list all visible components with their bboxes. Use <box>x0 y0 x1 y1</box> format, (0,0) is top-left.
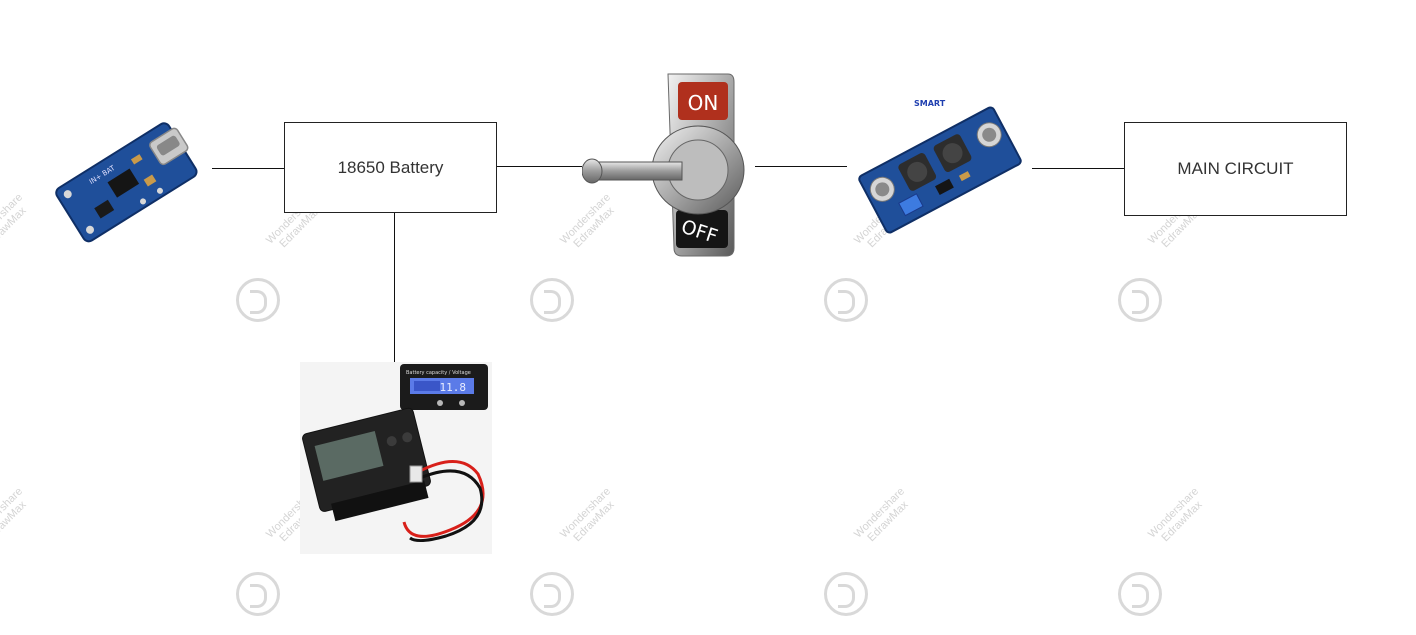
watermark-logo-icon <box>236 278 280 322</box>
watermark: Wondershare EdrawMax <box>824 485 914 622</box>
main-circuit-box[interactable]: MAIN CIRCUIT <box>1124 122 1347 216</box>
watermark: Wondershare EdrawMax <box>824 191 914 328</box>
watermark-logo-icon <box>824 278 868 322</box>
watermark-text: Wondershare EdrawMax <box>558 485 617 545</box>
watermark: Wondershare EdrawMax <box>530 485 620 622</box>
wire-battery-to-switch <box>496 166 582 167</box>
wire-switch-to-boost <box>755 166 847 167</box>
watermark: Wondershare EdrawMax <box>1118 191 1208 328</box>
watermark-text: Wondershare EdrawMax <box>0 191 29 251</box>
meter-reading-text: 11.8 <box>440 381 467 394</box>
watermark: Wondershare EdrawMax <box>0 191 32 328</box>
main-circuit-label: MAIN CIRCUIT <box>1177 159 1294 178</box>
watermark-text: Wondershare EdrawMax <box>0 485 29 545</box>
watermark-text: Wondershare EdrawMax <box>852 485 911 545</box>
battery-box-label: 18650 Battery <box>337 157 444 177</box>
watermark-logo-icon <box>530 572 574 616</box>
watermark: Wondershare EdrawMax <box>236 191 326 328</box>
battery-box[interactable]: 18650 Battery <box>284 122 497 213</box>
watermark-logo-icon <box>530 278 574 322</box>
charger-module-image[interactable]: IN+ BAT <box>50 118 200 246</box>
toggle-switch-image[interactable]: ON OFF <box>582 70 758 258</box>
wire-boost-to-main <box>1032 168 1125 169</box>
wire-battery-to-meter <box>394 211 395 363</box>
battery-meter-image[interactable]: Battery capacity / Voltage 11.8 <box>300 362 492 554</box>
watermark-text: Wondershare EdrawMax <box>1146 485 1205 545</box>
watermark-logo-icon <box>1118 278 1162 322</box>
boost-converter-image[interactable]: SMART <box>858 94 1022 234</box>
watermark-logo-icon <box>1118 572 1162 616</box>
watermark: Wondershare EdrawMax <box>1118 485 1208 622</box>
meter-screen-text: Battery capacity / Voltage <box>406 370 471 376</box>
wire-charger-to-battery <box>212 168 285 169</box>
switch-on-text: ON <box>688 91 719 115</box>
watermark-logo-icon <box>824 572 868 616</box>
watermark: Wondershare EdrawMax <box>0 485 32 622</box>
watermark-logo-icon <box>236 572 280 616</box>
boost-brand-text: SMART <box>914 99 946 108</box>
